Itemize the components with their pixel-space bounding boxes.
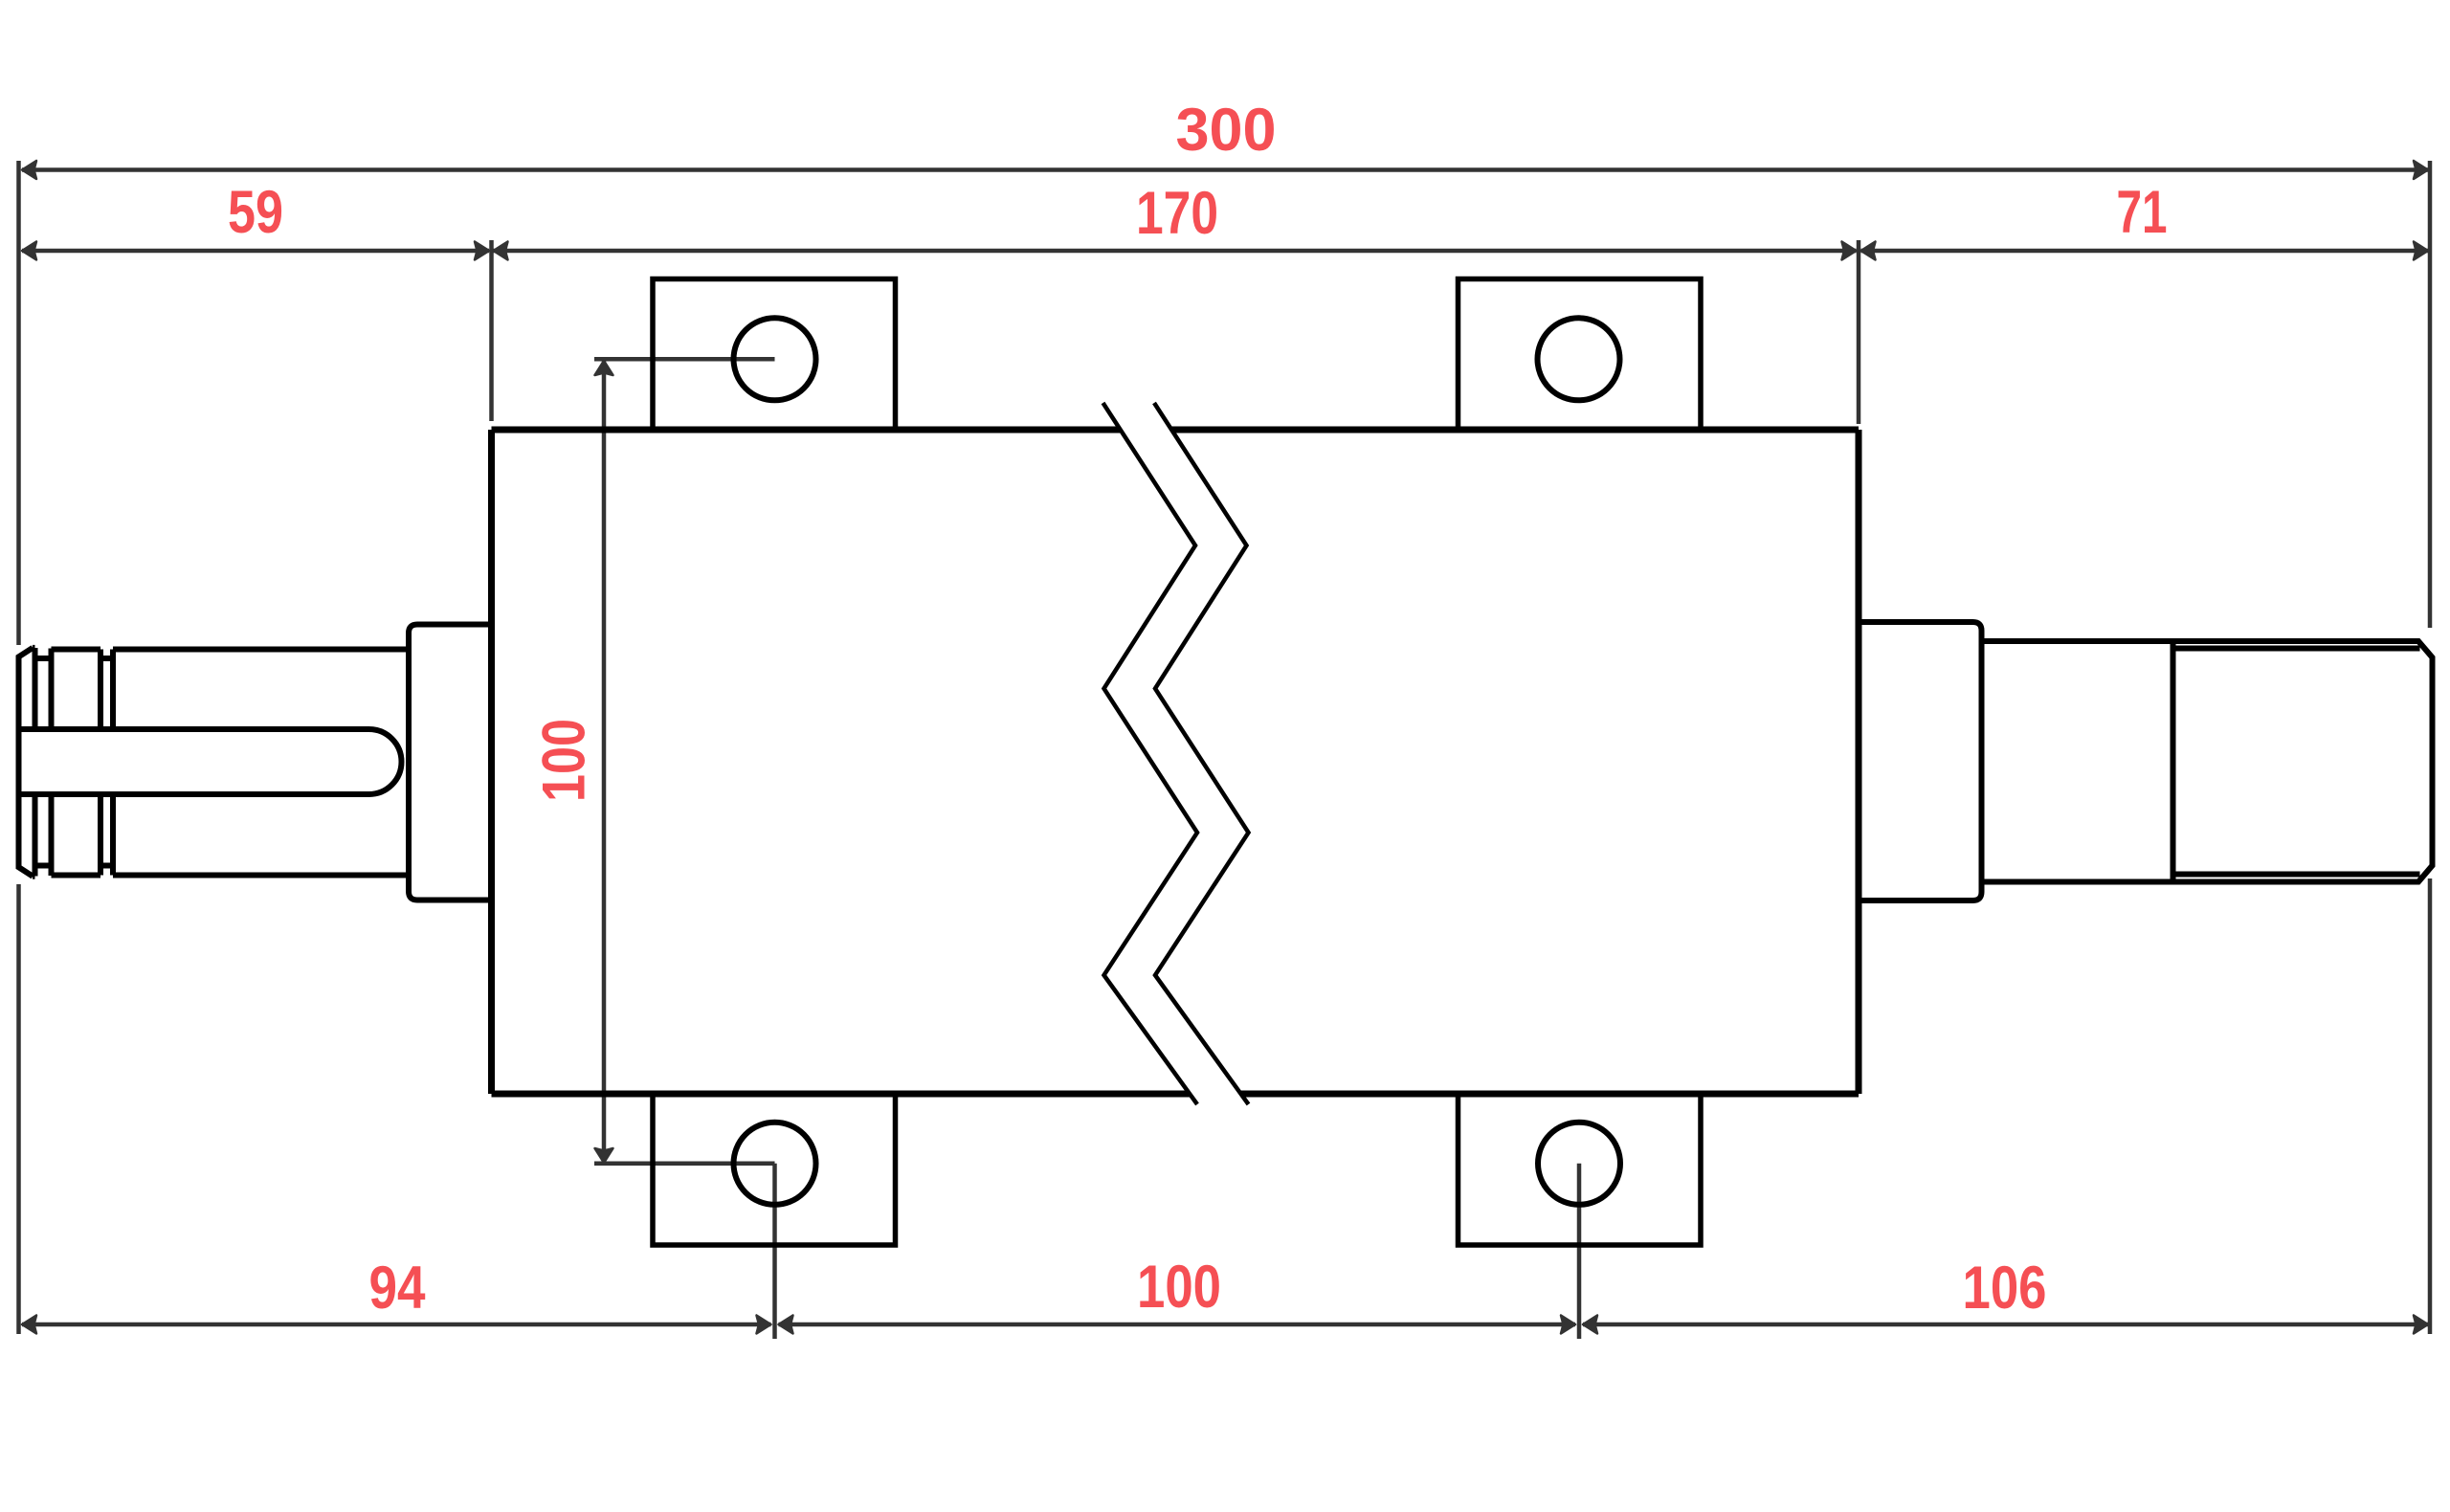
svg-text:300: 300 [1176,97,1277,164]
svg-text:106: 106 [1963,1255,2047,1322]
svg-text:170: 170 [1136,180,1218,247]
svg-text:59: 59 [228,179,283,246]
svg-text:94: 94 [369,1255,426,1322]
svg-text:100: 100 [531,719,598,802]
svg-text:100: 100 [1137,1254,1221,1321]
svg-text:71: 71 [2117,179,2168,246]
